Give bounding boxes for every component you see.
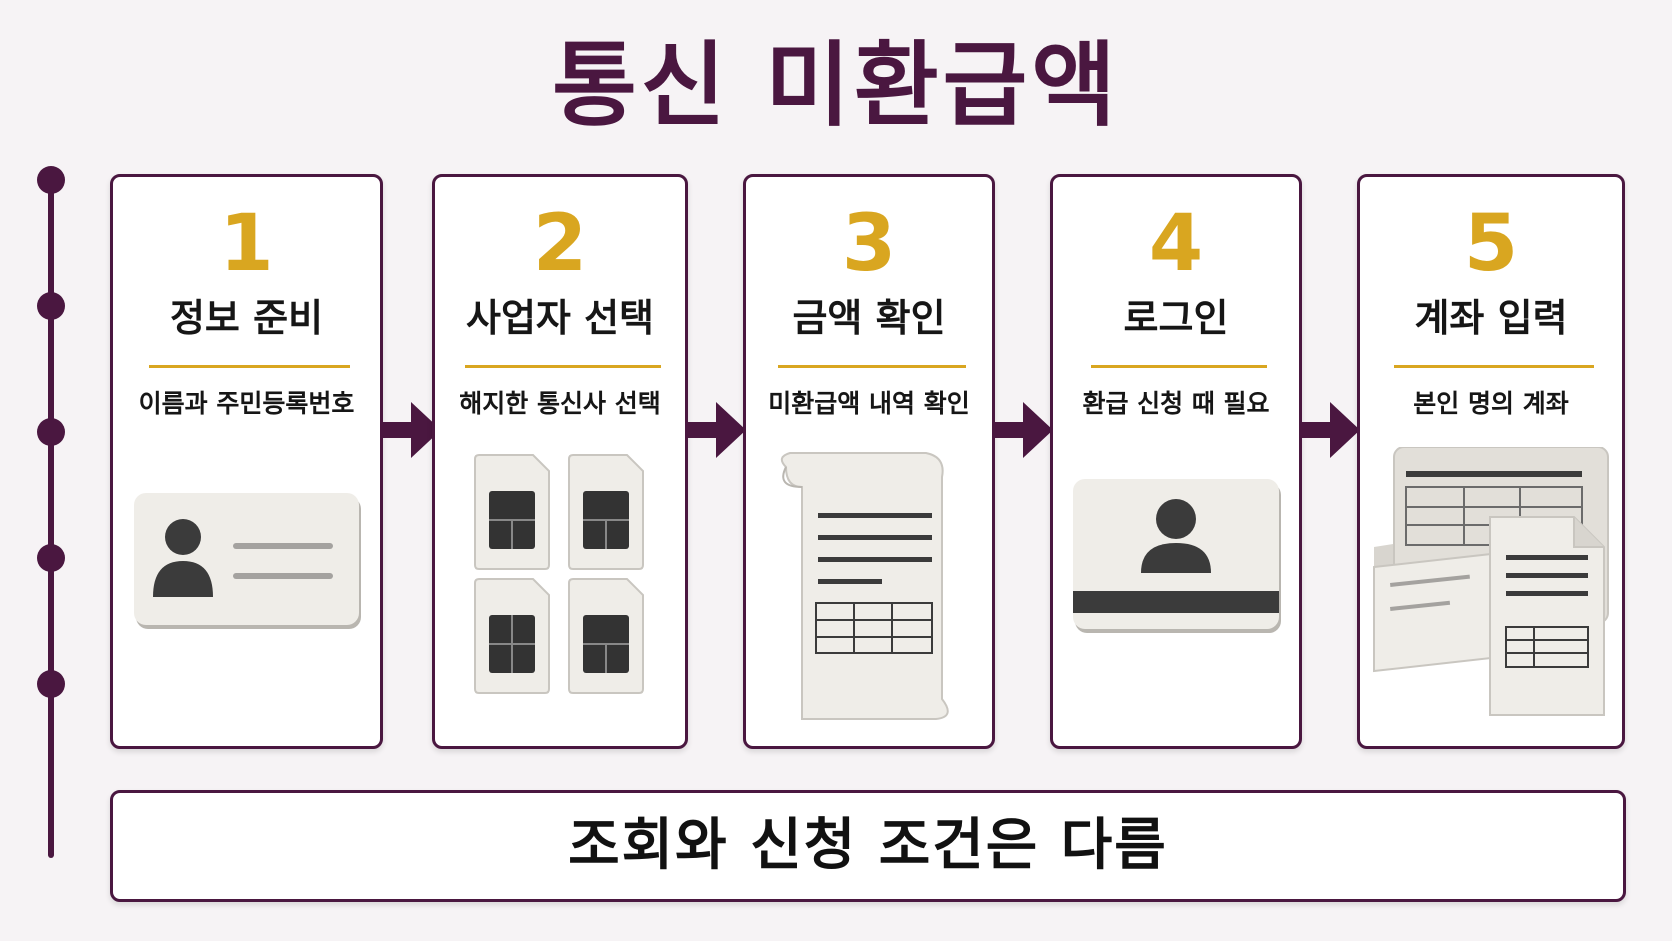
step-card-5: 5 계좌 입력 본인 명의 계좌	[1357, 174, 1625, 749]
step-card-4: 4 로그인 환급 신청 때 필요	[1050, 174, 1302, 749]
arrow-right-icon	[993, 402, 1053, 458]
step-title: 금액 확인	[792, 296, 946, 340]
step-description: 환급 신청 때 필요	[1082, 389, 1270, 418]
step-description: 이름과 주민등록번호	[138, 389, 355, 418]
step-description: 미환급액 내역 확인	[768, 389, 970, 418]
arrow-right-icon	[686, 402, 746, 458]
step-description: 본인 명의 계좌	[1413, 389, 1569, 418]
step-card-1: 1 정보 준비 이름과 주민등록번호	[110, 174, 383, 749]
sim-cards-icon	[435, 447, 685, 747]
step-number: 4	[1148, 199, 1204, 289]
step-divider	[1091, 365, 1267, 368]
step-card-2: 2 사업자 선택 해지한 통신사 선택	[432, 174, 688, 749]
timeline-dot	[37, 418, 65, 446]
page-title: 통신 미환급액	[552, 32, 1120, 139]
login-card-icon	[1053, 447, 1299, 747]
arrow-right-icon	[381, 402, 441, 458]
step-divider	[1394, 365, 1594, 368]
timeline-dot	[37, 544, 65, 572]
bank-documents-icon	[1360, 446, 1622, 747]
timeline-dot	[37, 670, 65, 698]
timeline-dot	[37, 292, 65, 320]
timeline-line	[48, 178, 54, 858]
step-divider	[778, 365, 966, 368]
step-title: 사업자 선택	[465, 296, 655, 340]
step-title: 로그인	[1123, 296, 1229, 340]
step-card-3: 3 금액 확인 미환급액 내역 확인	[743, 174, 995, 749]
footer-note: 조회와 신청 조건은 다름	[110, 790, 1626, 902]
step-description: 해지한 통신사 선택	[459, 389, 661, 418]
receipt-scroll-icon	[746, 447, 992, 747]
step-title: 계좌 입력	[1414, 296, 1568, 340]
id-card-icon	[113, 447, 380, 747]
step-number: 3	[841, 199, 897, 289]
arrow-right-icon	[1300, 402, 1360, 458]
timeline-dot	[37, 166, 65, 194]
step-divider	[149, 365, 350, 368]
step-title: 정보 준비	[169, 296, 324, 340]
step-number: 1	[219, 199, 274, 289]
step-number: 5	[1463, 199, 1519, 289]
step-number: 2	[532, 199, 588, 289]
step-divider	[465, 365, 661, 368]
